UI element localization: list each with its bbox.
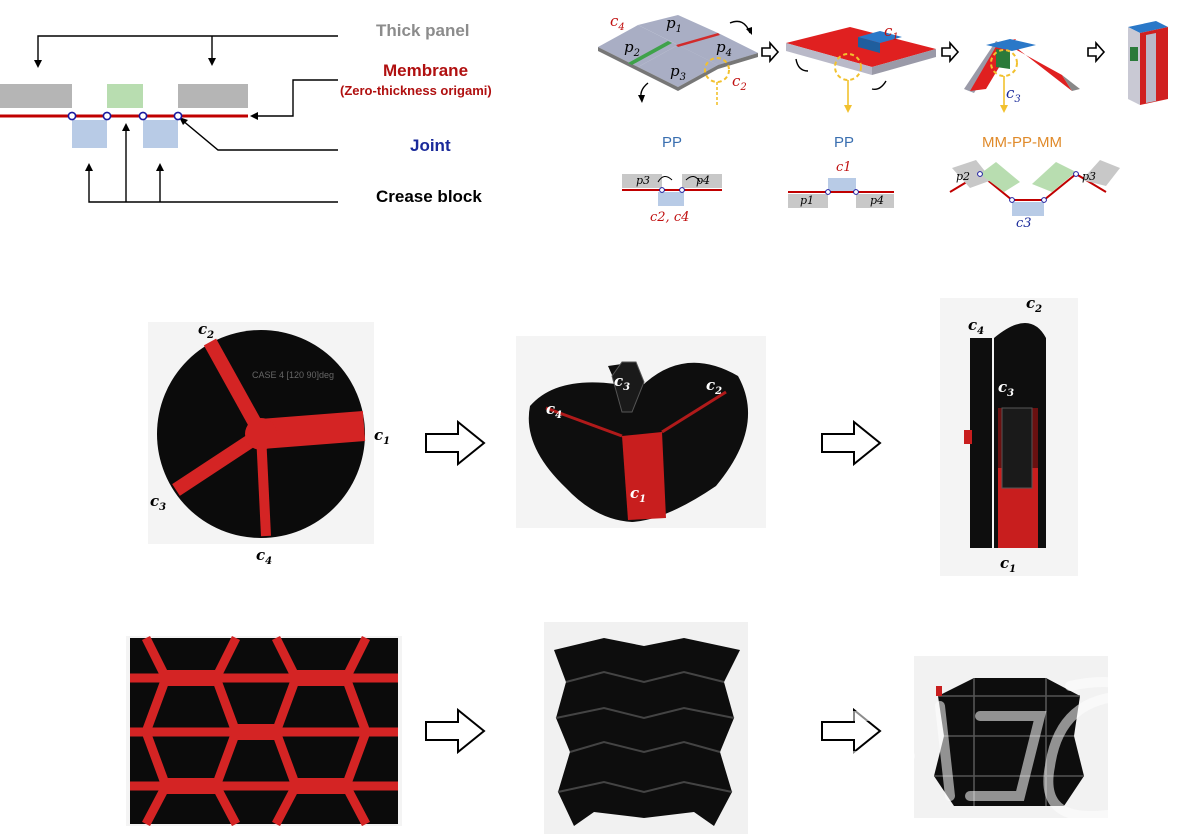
mini-d2-left: p1 [800,194,815,207]
sequence-arrow [761,40,780,64]
mini-d3-left: p2 [956,170,971,183]
watermark-logo [815,677,1176,822]
process-arrow [821,420,882,466]
folding-sequence [598,15,1168,113]
crease-block-left [72,120,107,148]
mini-d1-right: p4 [696,174,711,187]
joint-circle [173,111,183,121]
step2-fold-type: PP [834,134,855,151]
photo-lattice-folding [544,622,748,834]
joint-circle [67,111,77,121]
mini-d2-top: c1 [836,160,852,175]
step2-highlight-ring [834,53,862,81]
membrane-sublabel: (Zero-thickness origami) [340,83,492,98]
photo-disk-flat: CASE 4 [120 90]deg [148,322,374,544]
disk-label-c4: c4 [256,546,273,567]
joint-label: Joint [410,136,451,155]
thick-panel-left [0,84,72,108]
col-label-c3: c3 [998,378,1015,399]
col-label-c4: c4 [968,316,985,337]
sequence-arrow [1087,40,1106,64]
photo-disk-folding [516,336,766,528]
joint-circle [102,111,112,121]
step1-label-p1: p1 [666,14,682,35]
step2-label-c1: c1 [884,22,899,43]
crease-block-leader [88,168,338,203]
layer-legend-diagram [0,35,338,203]
step3-tent [964,39,1080,113]
heart-label-c3: c3 [614,372,631,393]
process-arrow [425,708,486,754]
step4-folded [1128,21,1168,105]
disk-engraving: CASE 4 [120 90]deg [252,370,335,380]
disk-label-c3: c3 [150,492,167,513]
step1-label-c4: c4 [610,12,625,33]
disk-label-c2: c2 [198,320,215,341]
crease-block-label: Crease block [376,187,482,206]
sequence-arrow [941,40,960,64]
mini-d1-left: p3 [636,174,651,187]
step1-highlight-ring [704,57,730,83]
heart-label-c4: c4 [546,400,563,421]
step3-fold-type: MM-PP-MM [982,134,1062,151]
membrane-label: Membrane [383,61,469,80]
mini-d1-bottom: c2, c4 [650,210,690,225]
photo-lattice-flat [126,636,402,826]
heart-label-c2: c2 [706,376,723,397]
mini-d2-right: p4 [870,194,885,207]
thick-panel-label: Thick panel [376,21,470,40]
joint-leader [181,119,338,151]
joint-circle [138,111,148,121]
crease-block-green [107,84,143,108]
mini-diagrams [622,160,1120,216]
photo-disk-folded [940,298,1078,576]
crease-block-right [143,120,178,148]
process-arrow [425,420,486,466]
thick-panel-leader [37,35,338,64]
col-label-c1: c1 [1000,554,1017,575]
step1-fold-type: PP [662,134,683,151]
mini-d3-bottom: c3 [1016,216,1032,231]
step3-highlight-ring [990,49,1018,77]
step1-label-p3: p3 [670,62,686,83]
step1-label-p4: p4 [716,38,732,59]
membrane-leader [256,79,338,117]
step1-label-c2: c2 [732,72,747,93]
step2-sheet [786,27,936,113]
disk-label-c1: c1 [374,426,391,447]
step1-label-p2: p2 [624,38,640,59]
heart-label-c1: c1 [630,484,647,505]
col-label-c2: c2 [1026,294,1043,315]
step1-panels [598,15,758,107]
mini-d3-right: p3 [1082,170,1097,183]
step3-label-c3: c3 [1006,84,1021,105]
thick-panel-right [178,84,248,108]
